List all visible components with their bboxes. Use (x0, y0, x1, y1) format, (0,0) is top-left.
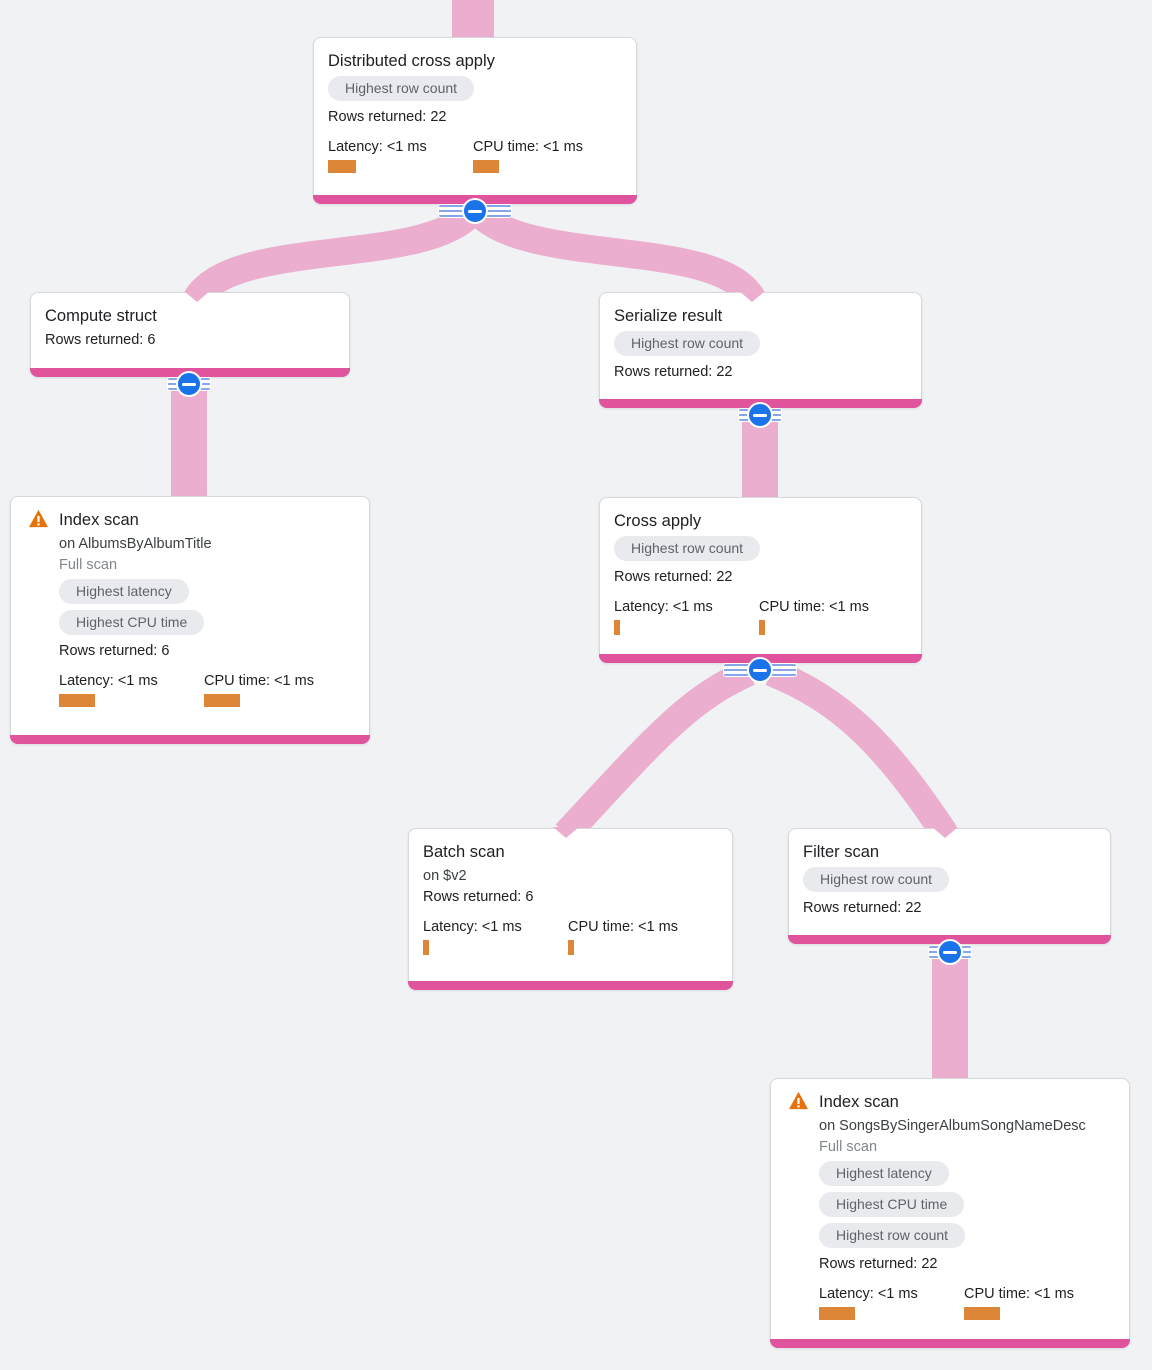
cpu-time-bar (568, 940, 574, 955)
badge-highest-latency: Highest latency (819, 1161, 949, 1186)
collapse-minus-icon (937, 939, 963, 965)
latency-label: Latency: <1 ms (59, 673, 158, 689)
cpu-time-bar (759, 620, 765, 635)
badge-highest-cpu-time: Highest CPU time (59, 610, 205, 635)
edge-to-filter-scan (765, 659, 957, 842)
node-subtitle: on $v2 (423, 868, 467, 884)
cpu-time-label: CPU time: <1 ms (204, 673, 314, 689)
cpu-time-label: CPU time: <1 ms (473, 139, 583, 155)
badge-highest-row-count: Highest row count (803, 867, 950, 892)
edge-arrow-tip (739, 291, 765, 302)
latency-bar (59, 694, 95, 707)
edge-to-compute-struct (185, 203, 481, 307)
collapse-minus-icon (747, 402, 773, 428)
latency-bar (423, 940, 429, 955)
edge-to-serialize-result (470, 203, 764, 307)
cpu-time-bar (473, 160, 499, 173)
plan-node-filter-scan[interactable]: Filter scan Highest row count Rows retur… (788, 828, 1111, 944)
badge-highest-cpu-time: Highest CPU time (819, 1192, 965, 1217)
rows-returned: Rows returned: 6 (423, 889, 534, 905)
edge-arrow-tip (932, 827, 958, 838)
badge-highest-row-count: Highest row count (328, 76, 475, 101)
node-title: Batch scan (423, 843, 505, 861)
plan-node-index-scan-songs[interactable]: Index scan on SongsBySingerAlbumSongName… (770, 1078, 1130, 1348)
rows-returned: Rows returned: 22 (803, 900, 922, 916)
rows-returned: Rows returned: 6 (45, 332, 156, 348)
node-title: Filter scan (803, 843, 880, 861)
latency-label: Latency: <1 ms (423, 919, 522, 935)
node-title: Index scan (819, 1093, 899, 1111)
rows-returned: Rows returned: 22 (328, 109, 447, 125)
plan-node-batch-scan[interactable]: Batch scan on $v2 Rows returned: 6 Laten… (408, 828, 733, 990)
scan-type-label: Full scan (59, 557, 118, 573)
collapse-minus-icon (462, 198, 488, 224)
node-accent-bar (770, 1339, 1130, 1348)
latency-bar (328, 160, 356, 173)
badge-highest-row-count: Highest row count (614, 331, 761, 356)
cpu-time-bar (204, 694, 240, 707)
rows-returned: Rows returned: 6 (59, 643, 170, 659)
badge-highest-row-count: Highest row count (614, 536, 761, 561)
plan-node-compute-struct[interactable]: Compute struct Rows returned: 6 (30, 292, 350, 377)
latency-label: Latency: <1 ms (328, 139, 427, 155)
node-title: Serialize result (614, 307, 723, 325)
warning-icon (28, 509, 49, 528)
edge-to-batch-scan (555, 659, 755, 844)
node-subtitle: on AlbumsByAlbumTitle (59, 536, 212, 552)
plan-node-cross-apply[interactable]: Cross apply Highest row count Rows retur… (599, 497, 922, 663)
cpu-time-label: CPU time: <1 ms (759, 599, 869, 615)
plan-node-index-scan-albums[interactable]: Index scan on AlbumsByAlbumTitle Full sc… (10, 496, 370, 744)
node-title: Index scan (59, 511, 139, 529)
plan-node-distributed-cross-apply[interactable]: Distributed cross apply Highest row coun… (313, 37, 637, 204)
cpu-time-label: CPU time: <1 ms (568, 919, 678, 935)
badge-highest-row-count: Highest row count (819, 1223, 966, 1248)
rows-returned: Rows returned: 22 (819, 1256, 938, 1272)
cpu-time-bar (964, 1307, 1000, 1320)
node-title: Distributed cross apply (328, 52, 495, 70)
latency-bar (614, 620, 620, 635)
latency-bar (819, 1307, 855, 1320)
node-title: Compute struct (45, 307, 157, 325)
latency-label: Latency: <1 ms (614, 599, 713, 615)
latency-label: Latency: <1 ms (819, 1286, 918, 1302)
node-subtitle: on SongsBySingerAlbumSongNameDesc (819, 1118, 1086, 1134)
collapse-minus-icon (747, 657, 773, 683)
edge-arrow-tip (553, 827, 579, 838)
badge-highest-latency: Highest latency (59, 579, 189, 604)
cpu-time-label: CPU time: <1 ms (964, 1286, 1074, 1302)
plan-node-serialize-result[interactable]: Serialize result Highest row count Rows … (599, 292, 922, 408)
rows-returned: Rows returned: 22 (614, 364, 733, 380)
collapse-minus-icon (176, 371, 202, 397)
node-accent-bar (408, 981, 733, 990)
scan-type-label: Full scan (819, 1139, 878, 1155)
node-title: Cross apply (614, 512, 702, 530)
rows-returned: Rows returned: 22 (614, 569, 733, 585)
edge-arrow-tip (184, 291, 210, 302)
node-accent-bar (10, 735, 370, 744)
warning-icon (788, 1091, 809, 1110)
